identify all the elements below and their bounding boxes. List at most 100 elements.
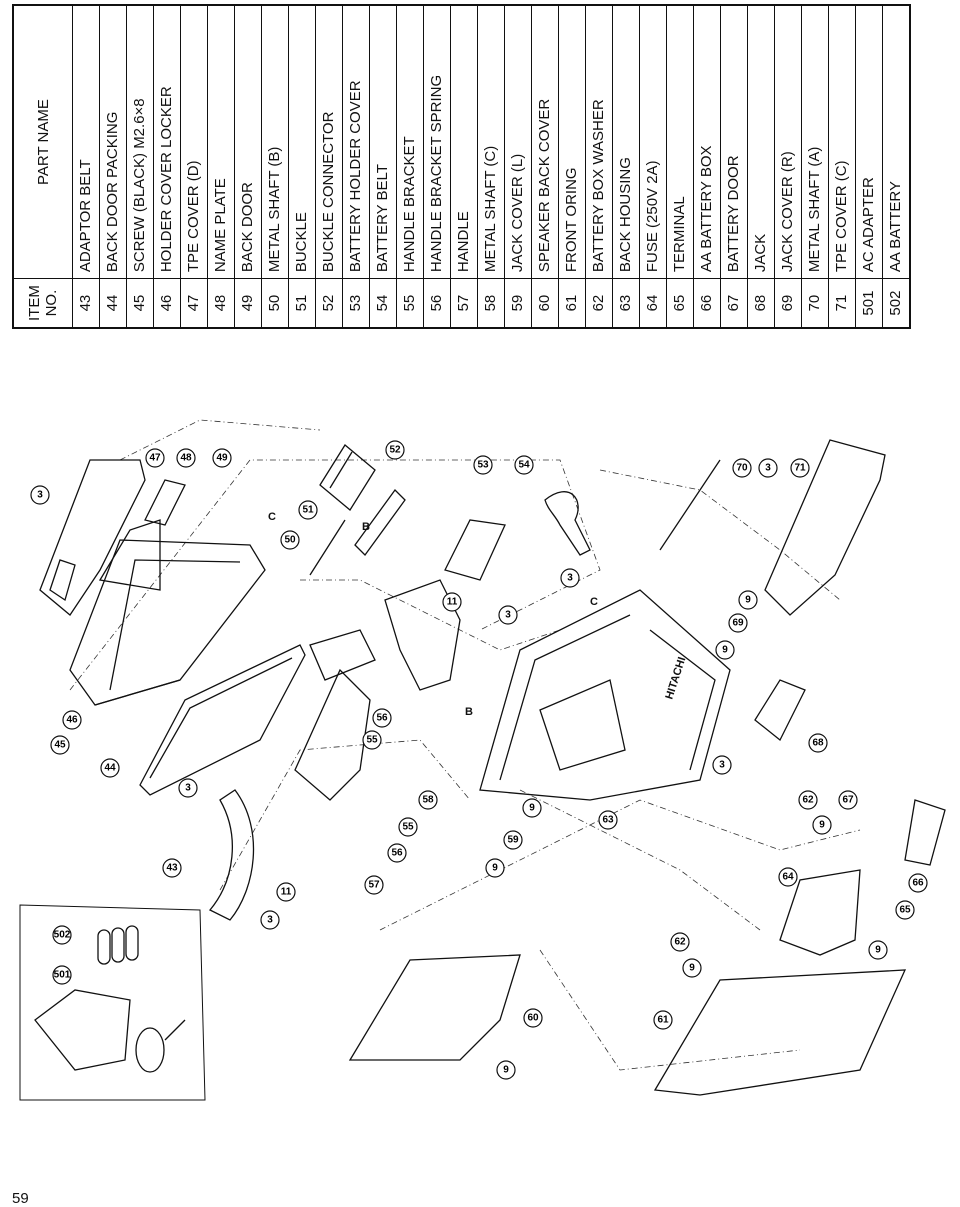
name-plate-part (144, 479, 186, 526)
item-number-cell: 62 (585, 278, 613, 328)
callout-number: 63 (602, 815, 614, 826)
callout-48: 48 (176, 448, 196, 468)
page-number: 59 (12, 1190, 29, 1207)
callout-number: 55 (366, 735, 378, 746)
callout-70: 70 (732, 458, 752, 478)
item-number-cell: 49 (234, 278, 262, 328)
callout-number: 55 (402, 822, 414, 833)
part-name-cell: HANDLE (450, 5, 478, 279)
battery-belt-part (544, 491, 591, 556)
item-number-cell: 501 (855, 278, 883, 328)
callout-number: 3 (505, 610, 511, 621)
header-item-line2: NO. (43, 289, 60, 317)
callout-60: 60 (523, 1008, 543, 1028)
callout-number: 58 (422, 795, 434, 806)
callout-46: 46 (62, 710, 82, 730)
part-name-cell: JACK (747, 5, 775, 279)
buckle-group-part (309, 444, 406, 576)
callout-54: 54 (514, 455, 534, 475)
callout-59: 59 (503, 830, 523, 850)
item-number-cell: 54 (369, 278, 397, 328)
callout-number: 71 (794, 463, 806, 474)
callout-number: 52 (389, 445, 401, 456)
item-number-cell: 66 (693, 278, 721, 328)
part-name-cell: JACK COVER (L) (504, 5, 532, 279)
callout-3: 3 (758, 458, 778, 478)
accessories-box (19, 904, 206, 1101)
callout-66: 66 (908, 873, 928, 893)
callout-3: 3 (30, 485, 50, 505)
ref-letter-c1: C (268, 511, 276, 523)
callout-number: 62 (802, 795, 814, 806)
callout-number: 56 (376, 713, 388, 724)
callout-3: 3 (560, 568, 580, 588)
callout-9: 9 (812, 815, 832, 835)
callout-number: 11 (281, 887, 292, 898)
part-name-cell: BATTERY DOOR (720, 5, 748, 279)
callout-3: 3 (498, 605, 518, 625)
part-name-cell: HANDLE BRACKET SPRING (423, 5, 451, 279)
callout-number: 9 (529, 803, 535, 814)
item-number-cell: 59 (504, 278, 532, 328)
callout-number: 60 (527, 1013, 539, 1024)
part-name-cell: AA BATTERY (882, 5, 910, 279)
part-name-cell: TPE COVER (D) (180, 5, 208, 279)
ref-letter-c2: C (590, 596, 598, 608)
callout-number: 51 (302, 505, 314, 516)
item-number-cell: 502 (882, 278, 910, 328)
item-number-cell: 44 (99, 278, 127, 328)
part-name-cell: AC ADAPTER (855, 5, 883, 279)
item-number-cell: 70 (801, 278, 829, 328)
back-housing-part (479, 589, 731, 801)
callout-9: 9 (496, 1060, 516, 1080)
part-name-cell: HANDLE BRACKET (396, 5, 424, 279)
callout-47: 47 (145, 448, 165, 468)
callout-55: 55 (362, 730, 382, 750)
item-number-cell: 51 (288, 278, 316, 328)
callout-number: 57 (368, 880, 380, 891)
callout-63: 63 (598, 810, 618, 830)
part-name-cell: BATTERY HOLDER COVER (342, 5, 370, 279)
callout-number: 48 (180, 453, 192, 464)
callout-number: 50 (284, 535, 296, 546)
jack-part (754, 679, 806, 742)
part-name-cell: METAL SHAFT (C) (477, 5, 505, 279)
ref-letter-b1: B (362, 521, 370, 533)
battery-holder-cover-part (444, 519, 506, 581)
callout-58: 58 (418, 790, 438, 810)
part-name-cell: BUCKLE (288, 5, 316, 279)
item-number-cell: 52 (315, 278, 343, 328)
part-name-cell: TPE COVER (C) (828, 5, 856, 279)
callout-53: 53 (473, 455, 493, 475)
part-name-cell: METAL SHAFT (A) (801, 5, 829, 279)
header-part-name: PART NAME (13, 5, 73, 279)
callout-number: 502 (54, 930, 71, 941)
part-name-cell: FRONT ORING (558, 5, 586, 279)
assembly-guide-lines (69, 419, 861, 1071)
item-number-cell: 53 (342, 278, 370, 328)
callout-3: 3 (178, 778, 198, 798)
callout-number: 501 (54, 970, 71, 981)
item-number-cell: 58 (477, 278, 505, 328)
part-name-cell: METAL SHAFT (B) (261, 5, 289, 279)
callout-number: 9 (819, 820, 825, 831)
callout-9: 9 (682, 958, 702, 978)
callout-number: 47 (149, 453, 161, 464)
callout-56: 56 (387, 843, 407, 863)
table-header-row: ITEM NO. PART NAME (13, 5, 73, 328)
callout-number: 64 (782, 872, 794, 883)
callout-number: 61 (657, 1015, 669, 1026)
